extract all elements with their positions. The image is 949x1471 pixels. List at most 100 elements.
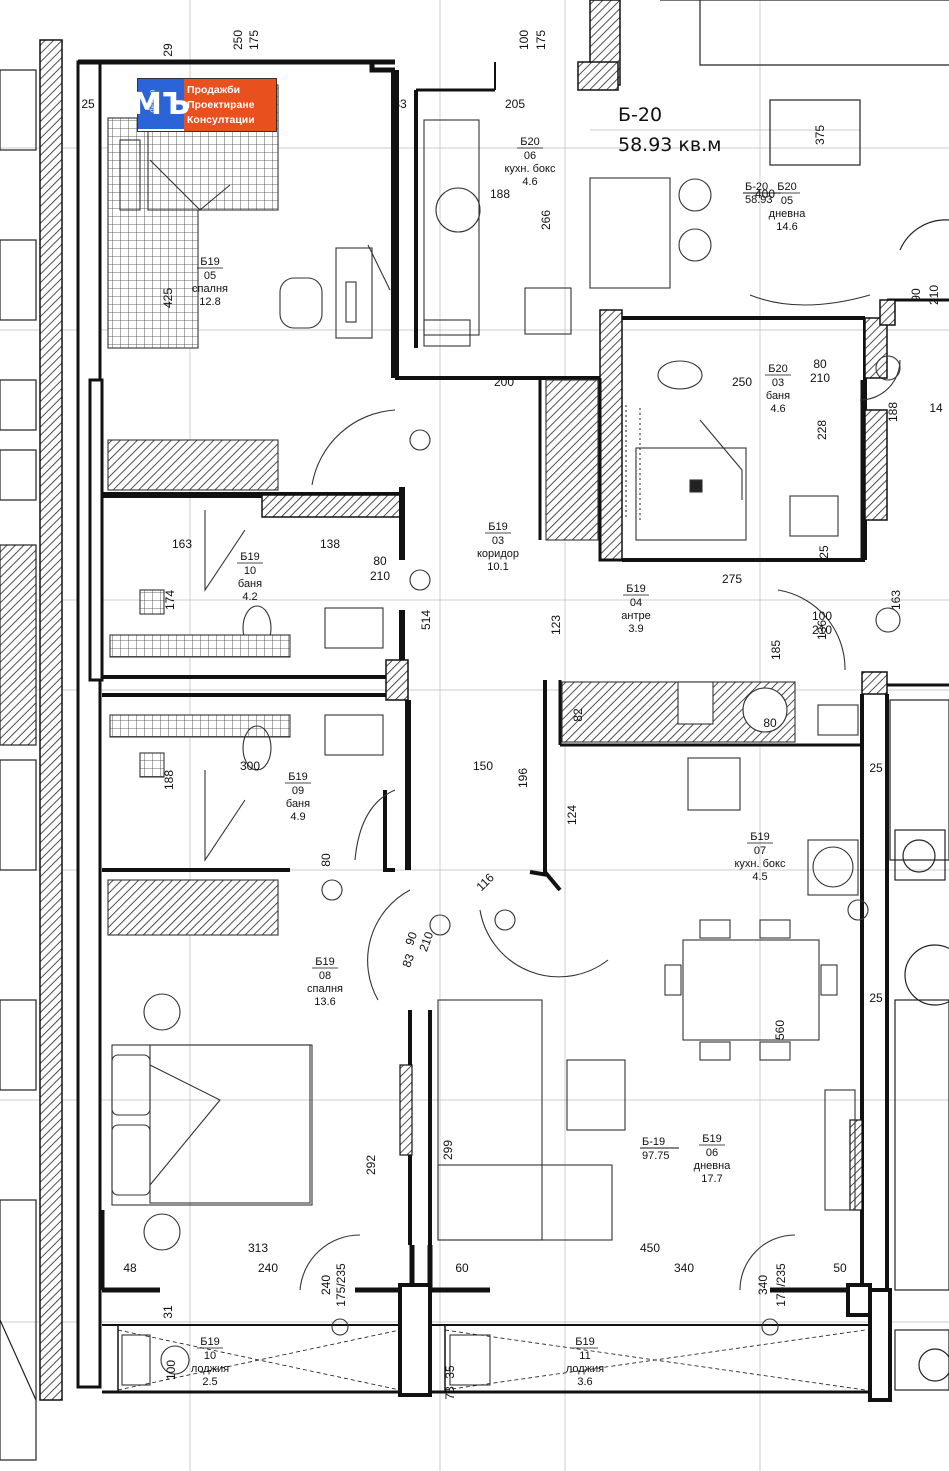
- dimension-label: 29: [161, 43, 175, 57]
- room-code: Б19: [288, 771, 307, 783]
- dimension-label: 313: [248, 1241, 268, 1255]
- room-number: 07: [754, 845, 766, 857]
- dimension-label: 228: [815, 420, 829, 440]
- room-code: Б20: [777, 181, 796, 193]
- dimension-label: 210: [812, 623, 832, 637]
- dimension-label: 275: [722, 572, 742, 586]
- apartment-b20-tag-area: 58.93: [745, 194, 773, 206]
- dimension-label: 150: [473, 759, 493, 773]
- logo-mark-sub: design: [148, 89, 157, 113]
- logo-line-1: Продажби: [187, 83, 241, 96]
- dimension-label: 188: [886, 402, 900, 422]
- logo-mark-text: МЪ: [131, 86, 191, 122]
- room-name: спалня: [192, 283, 228, 295]
- dimension-label: 175/235: [774, 1263, 788, 1307]
- dimension-label: 124: [565, 805, 579, 825]
- dimension-label: 80: [813, 357, 827, 371]
- room-code: Б19: [702, 1133, 721, 1145]
- dimension-label: 50: [833, 1261, 847, 1275]
- apartment-b20-name: Б-20: [618, 104, 663, 126]
- room-code: Б19: [240, 551, 259, 563]
- room-number: 06: [706, 1147, 718, 1159]
- dimension-label: 78: [443, 1386, 457, 1400]
- dimension-label: 196: [516, 768, 530, 788]
- dimension-label: 266: [539, 210, 553, 230]
- dimension-label: 250: [231, 30, 245, 50]
- room-name: лоджия: [566, 1363, 604, 1375]
- dimension-label: 240: [258, 1261, 278, 1275]
- dimension-label: 25: [817, 545, 831, 559]
- dimension-label: 292: [364, 1155, 378, 1175]
- dimension-label: 25: [81, 97, 95, 111]
- room-area: 4.2: [242, 591, 257, 603]
- room-number: 09: [292, 785, 304, 797]
- walls: [39, 0, 949, 1402]
- furniture: [107, 84, 901, 1386]
- apartment-b20-tag-name: Б-20: [745, 181, 768, 193]
- dimension-label: 210: [810, 371, 830, 385]
- room-area: 4.6: [770, 403, 785, 415]
- dimension-label: 60: [455, 1261, 469, 1275]
- apartment-tag-b19: Б-19 97.75: [640, 1136, 679, 1162]
- dimension-label: 188: [490, 187, 510, 201]
- dimension-label: 210: [927, 285, 941, 305]
- dimension-label: 100: [812, 609, 832, 623]
- room-code: Б19: [200, 256, 219, 268]
- logo-mark: design МЪ: [132, 79, 190, 129]
- dimension-label: 250: [732, 375, 752, 389]
- neighbour-right: [660, 0, 949, 1391]
- room-name: лоджия: [191, 1363, 229, 1375]
- room-area: 12.8: [199, 296, 220, 308]
- room-name: кухн. бокс: [735, 858, 786, 870]
- dimension-label: 90: [402, 930, 420, 948]
- dimension-label: 299: [441, 1140, 455, 1160]
- room-name: баня: [766, 390, 790, 402]
- dimension-label: 163: [889, 590, 903, 610]
- room-number: 10: [204, 1350, 216, 1362]
- room-number: 03: [772, 377, 784, 389]
- dimension-label: 123: [549, 615, 563, 635]
- room-area: 4.5: [752, 871, 767, 883]
- room-area: 4.6: [522, 176, 537, 188]
- room-area: 17.7: [701, 1173, 722, 1185]
- room-name: дневна: [769, 208, 807, 220]
- dimension-label: 90: [909, 288, 923, 302]
- dimension-label: 100: [517, 30, 531, 50]
- room-name: спалня: [307, 983, 343, 995]
- dimension-label: 200: [494, 375, 514, 389]
- room-code: Б19: [315, 956, 334, 968]
- room-name: антре: [621, 610, 650, 622]
- room-code: Б19: [626, 583, 645, 595]
- apartment-b19-tag-name: Б-19: [642, 1136, 665, 1148]
- room-name: коридор: [477, 548, 519, 560]
- room-name: кухн. бокс: [505, 163, 556, 175]
- dimension-label: 116: [473, 870, 497, 894]
- dimension-label: 210: [370, 569, 390, 583]
- dimension-label: 375: [813, 125, 827, 145]
- dimension-label: 185: [769, 640, 783, 660]
- room-area: 3.9: [628, 623, 643, 635]
- dimension-label: 450: [640, 1241, 660, 1255]
- dimension-label: 174: [163, 590, 177, 610]
- dimension-label: 175: [534, 30, 548, 50]
- room-number: 11: [579, 1350, 590, 1362]
- room-name: баня: [286, 798, 310, 810]
- dimension-label: 240: [319, 1275, 333, 1295]
- dimension-label: 300: [240, 759, 260, 773]
- dimension-label: 163: [172, 537, 192, 551]
- room-area: 14.6: [776, 221, 797, 233]
- dimension-label: 35: [443, 1365, 457, 1379]
- room-number: 10: [244, 565, 256, 577]
- dimension-label: 514: [419, 610, 433, 630]
- dimension-label: 205: [505, 97, 525, 111]
